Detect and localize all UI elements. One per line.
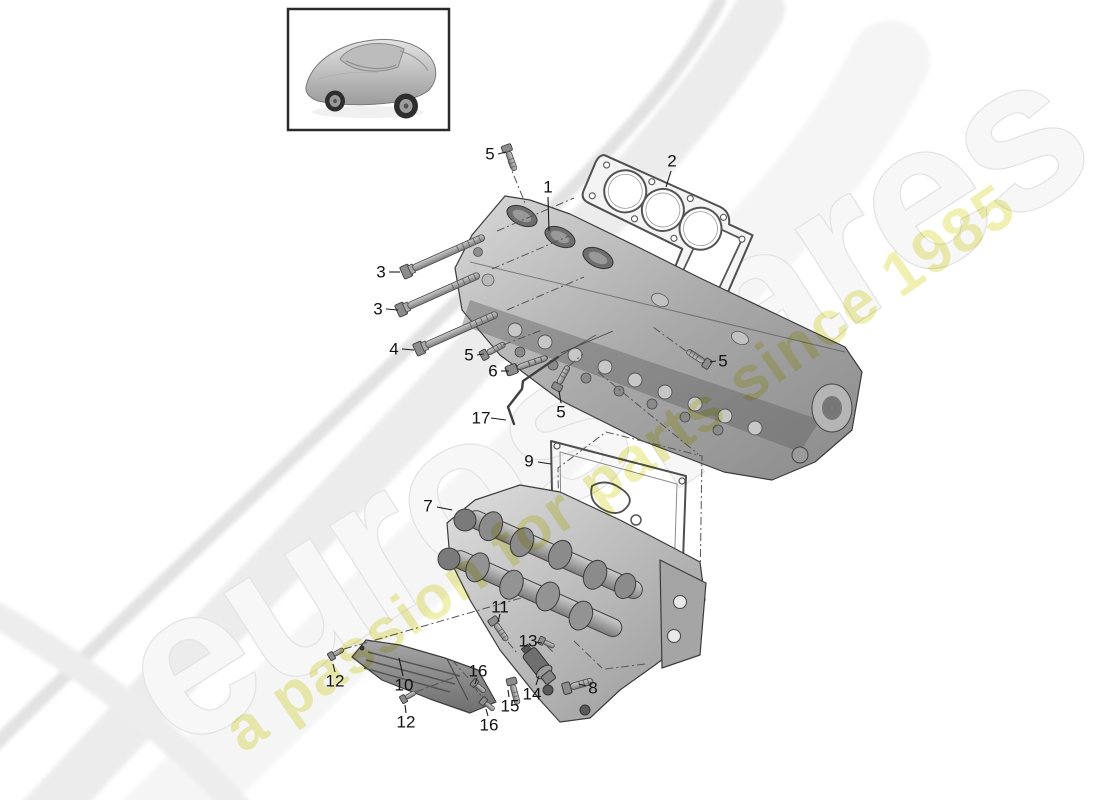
callout-label-15-19[interactable]: 15 [501, 697, 520, 716]
leader-line [476, 353, 485, 356]
leader-line [385, 308, 399, 311]
leader-line [547, 196, 550, 232]
callout-label-14-21[interactable]: 14 [523, 685, 542, 704]
callout-label-16-20[interactable]: 16 [480, 716, 499, 735]
callout-label-16-18[interactable]: 16 [469, 662, 488, 681]
leader-line [485, 708, 489, 717]
callout-label-12-17[interactable]: 12 [397, 713, 416, 732]
leader-line [507, 689, 510, 698]
leader-line [398, 657, 404, 677]
leader-line [578, 683, 587, 687]
car-icon [305, 38, 437, 119]
leader-line [535, 675, 540, 686]
head-gasket-part[interactable] [564, 151, 760, 305]
callout-label-10-16[interactable]: 10 [395, 676, 414, 695]
leader-line [332, 663, 336, 673]
callout-label-5-2[interactable]: 5 [485, 145, 494, 164]
callout-label-3-4[interactable]: 3 [373, 300, 382, 319]
callout-label-2-1[interactable]: 2 [667, 152, 676, 171]
callout-label-1-0[interactable]: 1 [543, 178, 552, 197]
callout-label-3-3[interactable]: 3 [376, 263, 385, 282]
callout-label-5-6[interactable]: 5 [464, 346, 473, 365]
leader-line [401, 348, 415, 351]
callout-label-13-14[interactable]: 13 [519, 632, 538, 651]
solenoid-valve-part[interactable] [517, 641, 558, 687]
assembly-axis-lines [343, 160, 699, 697]
bolt-axis-line [560, 330, 614, 354]
leader-line [537, 461, 552, 465]
leader-line [558, 390, 562, 404]
callout-label-5-10[interactable]: 5 [718, 352, 727, 371]
vehicle-thumbnail[interactable] [286, 7, 451, 132]
leader-line [404, 704, 407, 714]
leader-line [436, 506, 453, 511]
callout-label-8-22[interactable]: 8 [588, 679, 597, 698]
callout-label-9-11[interactable]: 9 [524, 452, 533, 471]
leader-line [497, 613, 501, 623]
leader-line [665, 170, 672, 188]
callout-label-4-5[interactable]: 4 [389, 340, 398, 359]
leader-line [497, 151, 507, 155]
callout-label-12-15[interactable]: 12 [326, 672, 345, 691]
leader-line [474, 677, 478, 685]
leader-line [490, 417, 507, 421]
callout-label-7-12[interactable]: 7 [423, 497, 432, 516]
heat-shield-part[interactable] [351, 639, 497, 714]
leader-line [535, 641, 543, 644]
callout-label-6-7[interactable]: 6 [488, 362, 497, 381]
camshaft-housing-part[interactable] [437, 484, 707, 723]
callout-label-5-9[interactable]: 5 [556, 403, 565, 422]
leader-line [709, 360, 717, 363]
callout-label-11-13[interactable]: 11 [491, 598, 509, 617]
callout-label-17-8[interactable]: 17 [472, 409, 491, 428]
